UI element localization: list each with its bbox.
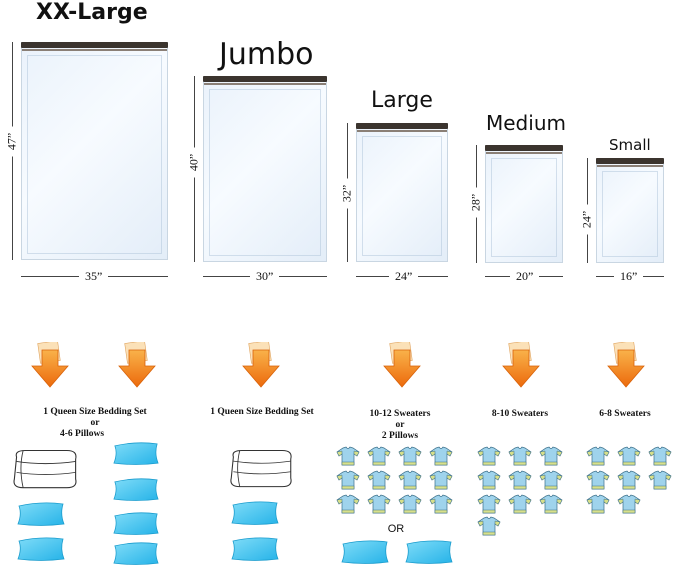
caption-xx-large: 1 Queen Size Bedding Set or 4-6 Pillows (10, 407, 180, 440)
pillow-icon (112, 440, 160, 467)
sweater-icon (539, 446, 563, 466)
sweater-icon (508, 494, 532, 514)
width-label-small: 16” (614, 269, 644, 284)
sweater-icon (336, 470, 360, 490)
pillow-icon (16, 500, 66, 528)
width-label-xx-large: 35” (79, 269, 109, 284)
sweater-icon (617, 446, 641, 466)
caption-or: or (395, 419, 405, 430)
caption-small: 6-8 Sweaters (580, 409, 670, 420)
sweater-icon (367, 470, 391, 490)
size-title-large: Large (371, 88, 433, 113)
caption-line: 2 Pillows (381, 430, 419, 441)
sweater-icon (648, 446, 672, 466)
caption-line: 1 Queen Size Bedding Set (43, 407, 147, 417)
sweater-icon (477, 516, 501, 536)
size-title-small: Small (609, 136, 651, 154)
height-label-small: 24” (579, 204, 595, 235)
sweater-icon (367, 494, 391, 514)
sweater-icon (477, 446, 501, 466)
caption-line: 8-10 Sweaters (491, 409, 549, 419)
pillow-icon (16, 535, 66, 563)
size-title-xx-large: XX-Large (36, 0, 148, 25)
sweater-icon (539, 470, 563, 490)
sweater-icon (398, 494, 422, 514)
size-title-medium: Medium (486, 111, 566, 135)
height-label-large: 32” (339, 178, 355, 209)
height-label-medium: 28” (468, 187, 484, 218)
caption-jumbo: 1 Queen Size Bedding Set (180, 407, 344, 418)
sweater-icon (367, 446, 391, 466)
sweater-icon (508, 446, 532, 466)
sweater-icon (508, 470, 532, 490)
zipper (356, 123, 448, 129)
sweater-icon (336, 494, 360, 514)
sweater-icon (429, 494, 453, 514)
caption-line: 10-12 Sweaters (369, 409, 431, 419)
down-arrow-icon (117, 342, 157, 388)
zipper (596, 158, 664, 164)
pillow-icon (404, 538, 454, 566)
zipper (21, 42, 168, 48)
height-label-jumbo: 40” (186, 147, 202, 178)
down-arrow-icon (241, 342, 281, 388)
caption-medium: 8-10 Sweaters (470, 409, 570, 420)
pillow-icon (230, 499, 280, 527)
pillow-icon (112, 510, 160, 537)
zipper (485, 145, 563, 151)
or-separator-large: OR (387, 523, 405, 535)
size-title-jumbo: Jumbo (219, 37, 314, 72)
down-arrow-icon (606, 342, 646, 388)
width-label-medium: 20” (510, 269, 540, 284)
caption-or: or (90, 417, 100, 428)
width-label-jumbo: 30” (250, 269, 280, 284)
bag-large (356, 123, 448, 262)
zipper (203, 76, 327, 82)
sweater-icon (398, 470, 422, 490)
pillow-icon (112, 476, 160, 503)
caption-line: 4-6 Pillows (60, 428, 105, 439)
bag-medium (485, 145, 563, 263)
sweater-icon (617, 494, 641, 514)
comforter-icon (227, 446, 295, 489)
sweater-icon (429, 470, 453, 490)
sweater-icon (586, 494, 610, 514)
sweater-icon (586, 470, 610, 490)
sweater-icon (648, 470, 672, 490)
comforter-icon (10, 446, 80, 490)
sweater-icon (477, 470, 501, 490)
sweater-icon (398, 446, 422, 466)
down-arrow-icon (30, 342, 70, 388)
height-label-xx-large: 47” (4, 126, 20, 157)
bag-jumbo (203, 76, 327, 262)
down-arrow-icon (501, 342, 541, 388)
caption-large: 10-12 Sweaters or 2 Pillows (340, 409, 460, 442)
caption-line: 1 Queen Size Bedding Set (210, 407, 314, 417)
width-label-large: 24” (389, 269, 419, 284)
sweater-icon (586, 446, 610, 466)
pillow-icon (112, 540, 160, 567)
pillow-icon (340, 538, 390, 566)
bag-xx-large (21, 42, 168, 260)
sweater-icon (477, 494, 501, 514)
pillow-icon (230, 535, 280, 563)
sweater-icon (539, 494, 563, 514)
caption-line: 6-8 Sweaters (599, 409, 651, 419)
sweater-icon (336, 446, 360, 466)
sweater-icon (617, 470, 641, 490)
sweater-icon (429, 446, 453, 466)
bag-small (596, 158, 664, 263)
down-arrow-icon (382, 342, 422, 388)
